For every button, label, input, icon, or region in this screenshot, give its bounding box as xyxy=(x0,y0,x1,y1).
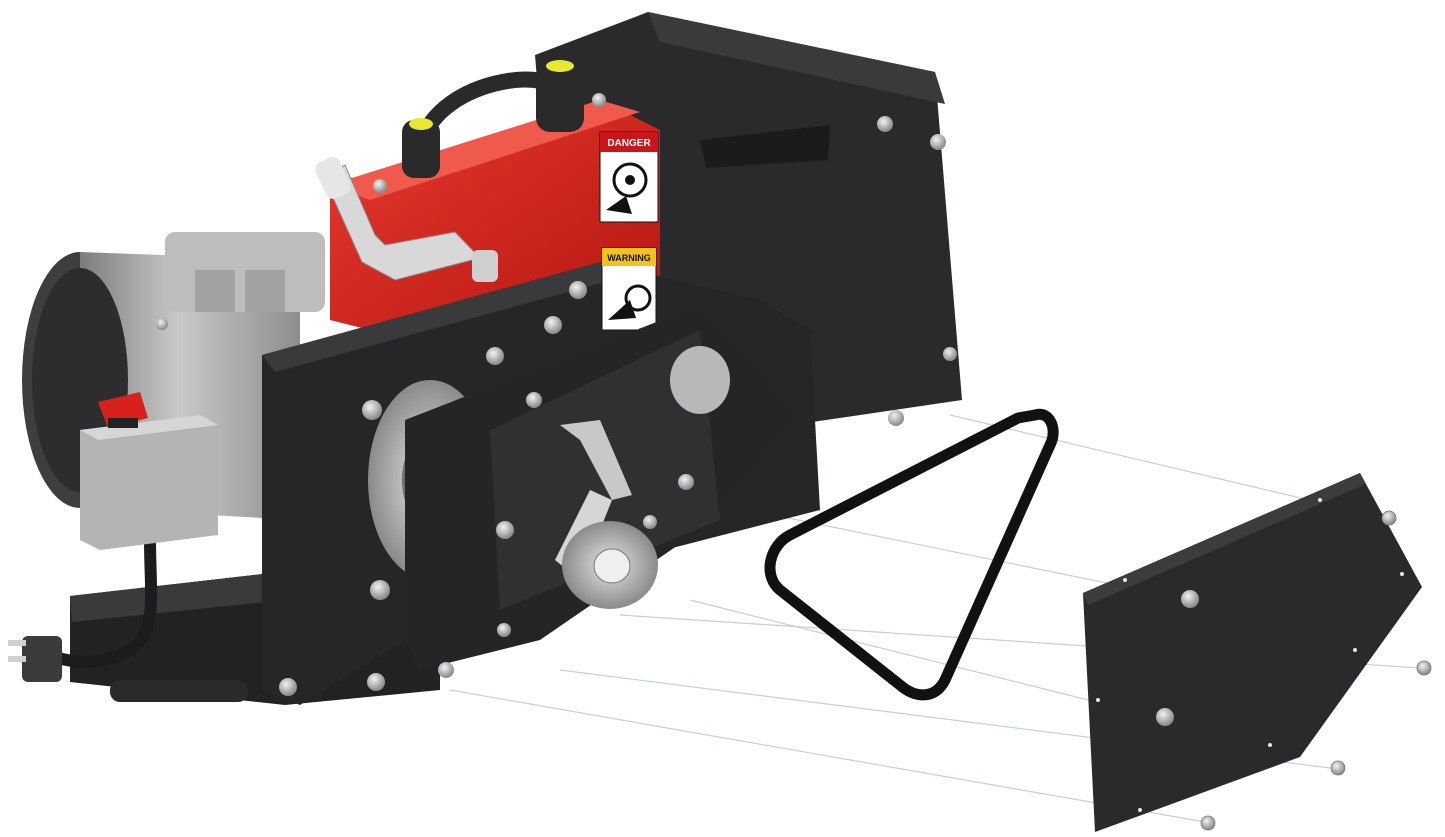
housing-bolts xyxy=(156,93,957,696)
toggle-switch-icon xyxy=(98,392,148,428)
handle-knob-yellow-left xyxy=(409,118,433,130)
switch-box xyxy=(80,415,218,550)
power-plug-icon xyxy=(8,636,62,682)
warning-label-text: WARNING xyxy=(607,253,651,263)
handle-knob-yellow-right xyxy=(546,60,574,72)
v-belt xyxy=(764,408,1059,701)
danger-label-text: DANGER xyxy=(607,138,651,149)
power-cord xyxy=(34,534,248,702)
crank-handle xyxy=(315,157,498,282)
warning-label-icon: WARNING xyxy=(601,247,657,331)
idler-pulley xyxy=(562,521,658,609)
belt-cover-plate xyxy=(1083,473,1422,832)
exploded-screws xyxy=(1200,510,1432,831)
danger-label-icon: DANGER xyxy=(599,131,659,223)
